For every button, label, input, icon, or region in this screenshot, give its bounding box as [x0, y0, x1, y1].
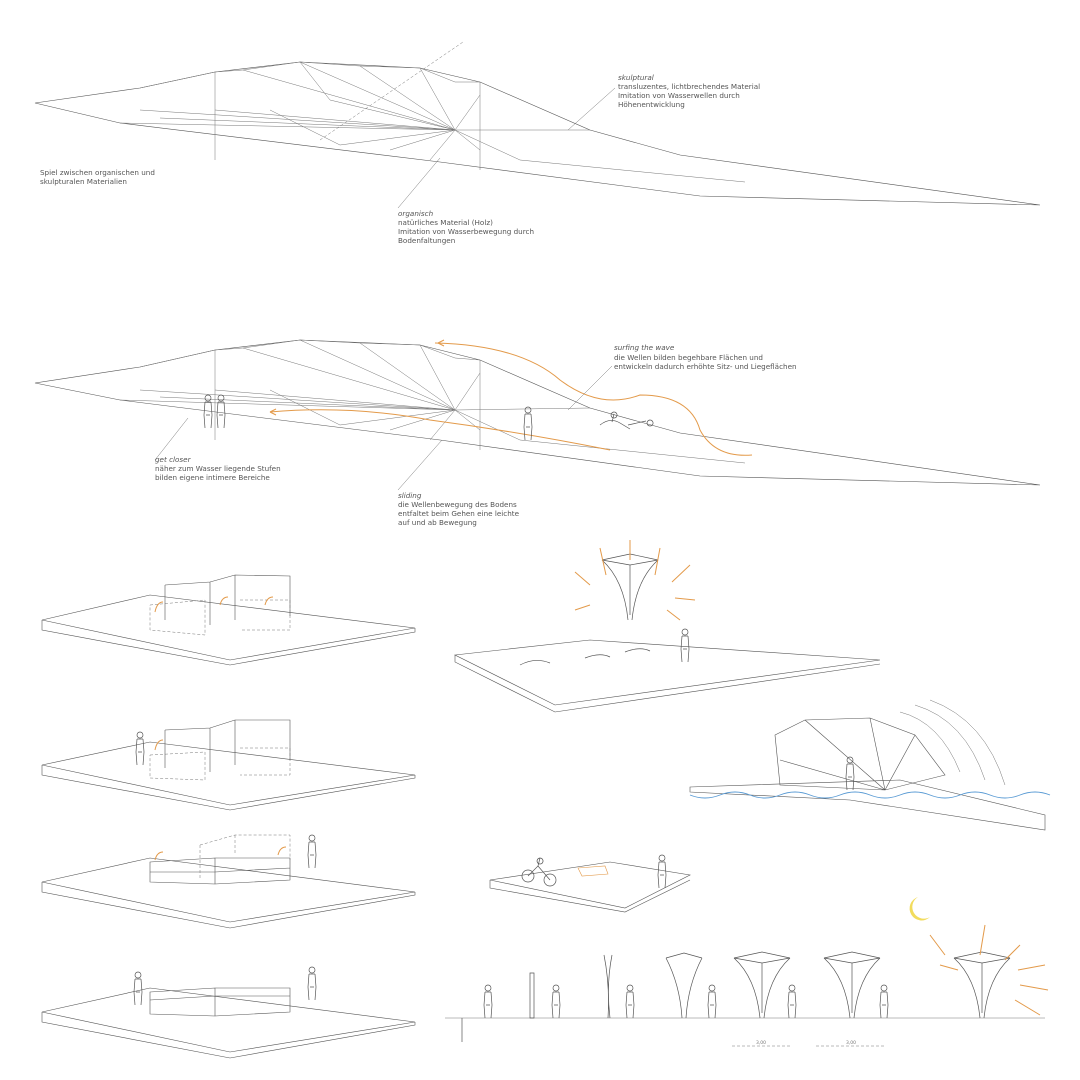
skulptural-title: skulptural	[618, 73, 654, 82]
sliding-title: sliding	[398, 491, 422, 500]
organisch-line-2: Imitation von Wasserbewegung durch	[398, 227, 534, 236]
sliding-line-3: auf und ab Bewegung	[398, 518, 477, 527]
closer-title: get closer	[155, 455, 192, 464]
dimension-2: 3,00	[846, 1040, 856, 1046]
sculpture-elevation-2	[34, 339, 1041, 486]
spiel-line-2: skulpturalen Materialien	[40, 177, 127, 186]
bike-platform-study	[489, 854, 691, 913]
canopy-sun-study	[453, 540, 881, 713]
sculpture-elevation-1	[34, 41, 1041, 206]
sliding-line-1: die Wellenbewegung des Bodens	[398, 500, 517, 509]
organisch-line-3: Bodenfaltungen	[398, 236, 455, 245]
annotation-surfing: surfing the wave die Wellen bilden begeh…	[567, 343, 797, 411]
surfing-title: surfing the wave	[614, 343, 675, 352]
annotation-sliding: sliding die Wellenbewegung des Bodens en…	[397, 439, 520, 527]
box-study-4	[41, 966, 416, 1059]
annotation-closer: get closer näher zum Wasser liegende Stu…	[154, 417, 281, 482]
box-study-1	[41, 574, 416, 666]
organisch-line-1: natürliches Material (Holz)	[398, 218, 493, 227]
annotation-spiel: Spiel zwischen organischen und skulptura…	[40, 168, 155, 186]
box-study-3	[41, 834, 416, 929]
organisch-title: organisch	[398, 209, 434, 218]
closer-line-1: näher zum Wasser liegende Stufen	[155, 464, 281, 473]
spiel-line-1: Spiel zwischen organischen und	[40, 168, 155, 177]
people-on-waves	[203, 394, 654, 441]
moon-icon	[909, 897, 930, 921]
dimension-1: 3,00	[756, 1040, 766, 1046]
annotation-skulptural: skulptural transluzentes, lichtbrechende…	[567, 73, 760, 131]
canopy-growth-sequence: 3,00 3,00	[445, 951, 1045, 1047]
closer-line-2: bilden eigene intimere Bereiche	[155, 473, 270, 482]
skulptural-line-1: transluzentes, lichtbrechendes Material	[618, 82, 760, 91]
skulptural-line-2: Imitation von Wasserwellen durch	[618, 91, 740, 100]
water-sculpture-study	[689, 699, 1051, 831]
sliding-line-2: entfaltet beim Gehen eine leichte	[398, 509, 520, 518]
box-study-2	[41, 719, 416, 811]
skulptural-line-3: Höhenentwicklung	[618, 100, 685, 109]
surfing-line-2: entwickeln dadurch erhöhte Sitz- und Lie…	[614, 362, 797, 371]
annotation-organisch: organisch natürliches Material (Holz) Im…	[397, 157, 534, 245]
night-study	[909, 897, 1049, 1016]
movement-arrows	[269, 339, 753, 456]
surfing-line-1: die Wellen bilden begehbare Flächen und	[614, 353, 763, 362]
